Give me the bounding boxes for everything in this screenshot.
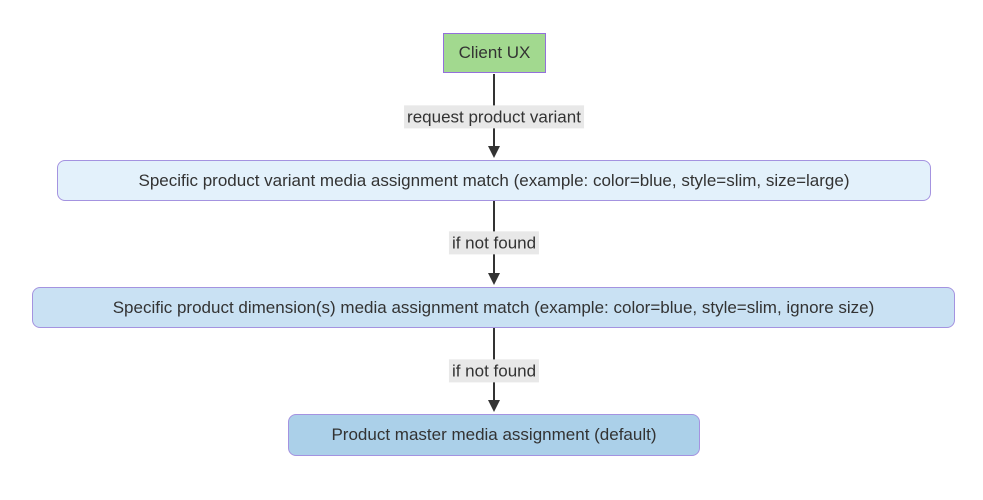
edge-label-request-product-variant: request product variant [404,105,584,129]
node-master-default: Product master media assignment (default… [288,414,700,456]
edge-label-if-not-found-1: if not found [448,231,540,255]
node-dimension-match: Specific product dimension(s) media assi… [32,287,955,328]
node-master-default-label: Product master media assignment (default… [331,425,657,444]
node-client-ux: Client UX [443,33,546,73]
node-dimension-match-label: Specific product dimension(s) media assi… [112,297,875,317]
node-variant-match-label: Specific product variant media assignmen… [138,170,850,190]
edge-label-if-not-found-2: if not found [448,359,540,383]
node-variant-match: Specific product variant media assignmen… [57,160,931,201]
node-client-ux-label: Client UX [458,43,531,62]
